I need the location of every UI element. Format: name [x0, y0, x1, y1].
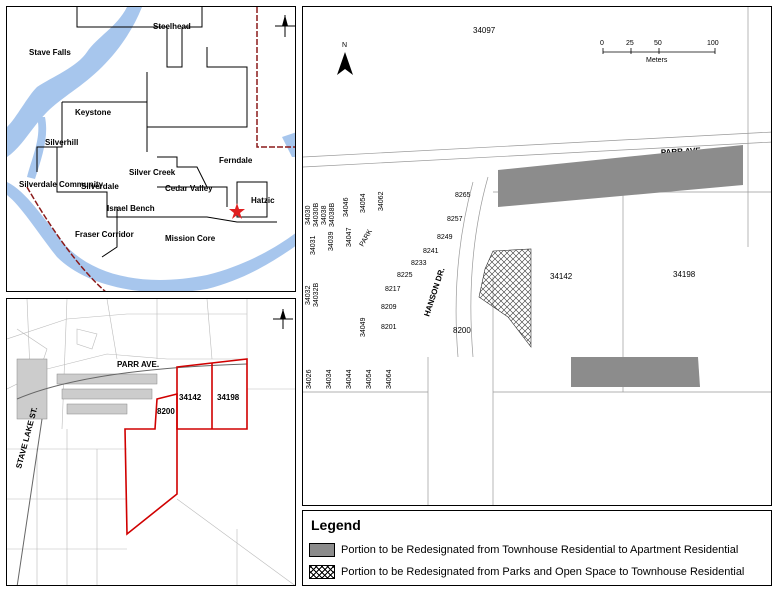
parr-ave-road	[16, 363, 248, 400]
svg-text:Meters: Meters	[646, 57, 668, 64]
hanson-lots: 8265 8257 8249 8241 8233 8225 8217 8209 …	[381, 192, 471, 331]
svg-text:34038B: 34038B	[329, 203, 336, 227]
svg-text:34034: 34034	[326, 369, 333, 389]
lot-34049: 34049	[360, 317, 367, 337]
lot-34198: 34198	[673, 270, 696, 279]
label-hatzic: Hatzic	[251, 196, 275, 205]
subject-site-star-icon	[229, 203, 245, 219]
svg-text:34031: 34031	[310, 235, 317, 255]
svg-text:25: 25	[626, 40, 634, 47]
svg-text:34032B: 34032B	[313, 283, 320, 307]
lot-8200: 8200	[453, 326, 471, 335]
svg-text:8241: 8241	[423, 248, 439, 255]
municipal-boundary-sw	[26, 186, 106, 291]
stave-river	[7, 7, 142, 157]
context-lot-34198: 34198	[217, 393, 240, 402]
small-lots-bottom: 34026 34034 34044 34054 34064	[306, 369, 393, 389]
park-label: PARK	[359, 228, 374, 248]
overview-map-svg: Stave Falls Steelhead Keystone Silverhil…	[7, 7, 295, 291]
stave-lake-road	[16, 418, 43, 585]
label-steelhead: Steelhead	[153, 22, 191, 31]
hatzic-lake	[282, 132, 295, 157]
svg-text:50: 50	[654, 40, 662, 47]
legend-item-townhouse-label: Portion to be Redesignated from Parks an…	[341, 566, 745, 578]
lot-34097: 34097	[473, 26, 496, 35]
svg-text:34062: 34062	[378, 191, 385, 211]
detail-hanson-label: HANSON DR.	[422, 267, 446, 318]
svg-text:34030: 34030	[305, 205, 312, 225]
legend-item-townhouse: Portion to be Redesignated from Parks an…	[309, 565, 744, 579]
legend-item-apartment-label: Portion to be Redesignated from Townhous…	[341, 544, 739, 556]
svg-text:34026: 34026	[306, 369, 313, 389]
svg-text:34054: 34054	[366, 369, 373, 389]
small-lots-top: 34030 34030B 34038 34038B 34046 34054 34…	[305, 191, 385, 227]
legend-title: Legend	[311, 517, 361, 533]
subject-parcels	[124, 358, 248, 536]
svg-text:8217: 8217	[385, 286, 401, 293]
context-lot-34142: 34142	[179, 393, 202, 402]
label-stave-falls: Stave Falls	[29, 48, 71, 57]
svg-text:8225: 8225	[397, 272, 413, 279]
label-silverdale: Silverdale	[81, 182, 119, 191]
context-lot-8200: 8200	[157, 407, 175, 416]
label-silverdale-community: Silverdale Community	[19, 180, 104, 189]
label-cedar-valley: Cedar Valley	[165, 184, 213, 193]
small-lots-mid: 34031 34039 34047	[310, 227, 353, 255]
svg-text:34044: 34044	[346, 369, 353, 389]
scale-bar: 0 25 50 100 Meters	[600, 40, 719, 64]
redesignate-area-north	[498, 145, 743, 207]
legend: Legend Portion to be Redesignated from T…	[302, 510, 772, 586]
svg-text:8257: 8257	[447, 216, 463, 223]
hatch-swatch-icon	[309, 565, 335, 579]
svg-text:N: N	[342, 42, 347, 49]
north-arrow-icon: N	[337, 42, 353, 75]
redesignate-area-south	[571, 357, 700, 387]
label-mission-core: Mission Core	[165, 234, 216, 243]
residential-blocks	[16, 358, 158, 420]
detail-map: PARR AVE. HANSON DR. 34097 34142 34198 8…	[302, 6, 772, 506]
svg-text:34032: 34032	[305, 285, 312, 305]
svg-text:34046: 34046	[343, 197, 350, 217]
context-parr-label: PARR AVE.	[117, 360, 159, 369]
overview-map: Stave Falls Steelhead Keystone Silverhil…	[6, 6, 296, 292]
svg-text:34039: 34039	[328, 231, 335, 251]
north-arrow-icon	[275, 15, 295, 37]
svg-text:34054: 34054	[360, 193, 367, 213]
svg-text:34064: 34064	[386, 369, 393, 389]
svg-text:8265: 8265	[455, 192, 471, 199]
svg-text:100: 100	[707, 40, 719, 47]
svg-text:34038: 34038	[321, 205, 328, 225]
svg-text:34030B: 34030B	[313, 203, 320, 227]
small-lots-left: 34032 34032B	[305, 283, 320, 307]
svg-text:34047: 34047	[346, 227, 353, 247]
svg-text:8249: 8249	[437, 234, 453, 241]
svg-text:8209: 8209	[381, 304, 397, 311]
label-silver-creek: Silver Creek	[129, 168, 176, 177]
parcel-fabric	[7, 299, 295, 585]
detail-map-svg: PARR AVE. HANSON DR. 34097 34142 34198 8…	[303, 7, 771, 505]
parcel-lines	[303, 7, 771, 505]
community-boundaries	[36, 7, 277, 258]
svg-text:8201: 8201	[381, 324, 397, 331]
svg-text:0: 0	[600, 40, 604, 47]
svg-text:8233: 8233	[411, 260, 427, 267]
label-ferndale: Ferndale	[219, 156, 253, 165]
redesignate-area-park	[478, 248, 532, 348]
context-map: PARR AVE. STAVE LAKE ST. 34142 34198 820…	[6, 298, 296, 586]
label-israel-bench: Israel Bench	[107, 204, 155, 213]
label-silverhill: Silverhill	[45, 138, 78, 147]
label-keystone: Keystone	[75, 108, 112, 117]
municipal-boundary	[256, 7, 295, 148]
lot-34142: 34142	[550, 272, 573, 281]
label-fraser-corridor: Fraser Corridor	[75, 230, 134, 239]
context-map-svg: PARR AVE. STAVE LAKE ST. 34142 34198 820…	[7, 299, 295, 585]
north-arrow-icon	[273, 309, 293, 329]
grey-swatch-icon	[309, 543, 335, 557]
legend-item-apartment: Portion to be Redesignated from Townhous…	[309, 543, 738, 557]
